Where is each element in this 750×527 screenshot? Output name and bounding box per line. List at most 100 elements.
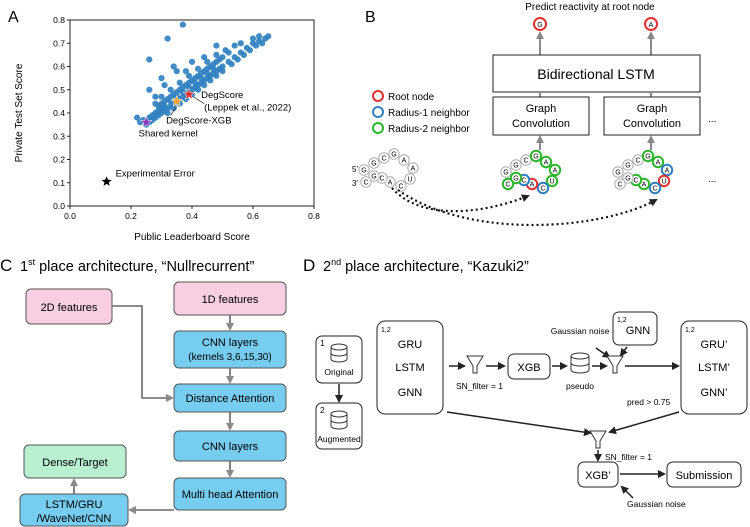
box-multi-head-label: Multi head Attention	[182, 489, 279, 501]
rna-graph-0-nucleotide-letter: C	[398, 184, 403, 191]
scatter-point	[170, 63, 177, 70]
model-lstm: LSTM	[395, 362, 424, 374]
node-legend: Root node Radius-1 neighbor Radius-2 nei…	[372, 90, 470, 135]
gc1-line1: Graph	[526, 103, 557, 115]
scatter-point	[155, 102, 162, 110]
shared-kernel-star	[139, 115, 153, 128]
panel-c-title: 1st place architecture, “Nullrecurrent”	[20, 257, 254, 275]
scatter-point	[198, 70, 205, 77]
rna-graph-0-nucleotide	[368, 157, 380, 169]
output-node-a	[644, 17, 658, 31]
rna-graph-2-nucleotide-letter: A	[642, 182, 647, 189]
scatter-point	[201, 82, 208, 89]
rna-graph-0-nucleotide	[388, 148, 400, 160]
rna-graph-0-nucleotide-letter: A	[411, 166, 416, 173]
rna-graph-2-nucleotide-letter: U	[661, 179, 666, 186]
scatter-point	[249, 35, 257, 42]
scatter-point	[222, 47, 229, 54]
scatter-point	[216, 56, 223, 63]
scatter-point	[161, 82, 168, 89]
three-prime-label: 3'	[352, 179, 358, 188]
pseudo-label: pseudo	[566, 381, 594, 391]
rna-graph-1-nucleotide	[509, 171, 523, 185]
y-tick-label: 0.2	[53, 155, 65, 165]
panel-c: C 1st place architecture, “Nullrecurrent…	[0, 256, 287, 527]
models-box	[376, 320, 444, 415]
scatter-point	[146, 86, 153, 93]
rna-graph-0-nucleotide	[395, 180, 407, 192]
gnn-label: GNN	[626, 325, 651, 337]
y-tick-label: 0.4	[53, 108, 65, 118]
rna-graph-2-nucleotide	[614, 178, 626, 190]
submission-box	[666, 461, 742, 488]
scatter-point	[195, 65, 202, 72]
gc2-line1: Graph	[637, 103, 668, 115]
sn-filter-1: SN_filter = 1	[456, 381, 503, 391]
gaussian-noise-1: Gaussian noise	[551, 326, 610, 336]
xgb-prime-box	[577, 461, 619, 488]
xgb-prime-label: XGB’	[585, 470, 611, 482]
legend-radius1-label: Radius-1 neighbor	[388, 108, 470, 119]
rna-graph-0-nucleotide-letter: U	[407, 177, 412, 184]
arrow-models-to-filter-2	[446, 411, 592, 437]
scatter-point	[170, 105, 177, 112]
five-prime-label: 5'	[352, 165, 358, 174]
x-axis-label: Public Leaderboard Score	[134, 232, 250, 243]
bidirectional-lstm-box	[492, 54, 701, 93]
rna-graph-0-nucleotide	[378, 152, 390, 164]
output-node-g	[533, 17, 547, 31]
original-num: 1	[320, 338, 325, 348]
panel-d-title: 2nd place architecture, “Kazuki2”	[323, 257, 529, 275]
x-tick-label: 0.4	[186, 211, 198, 221]
rna-graph-1-nucleotide-letter: G	[513, 163, 518, 170]
y-tick-label: 0.6	[53, 62, 65, 72]
rna-graph-1-nucleotide	[539, 155, 553, 169]
scatter-point	[173, 88, 180, 96]
rna-graph-1-nucleotide-letter: A	[544, 160, 549, 167]
rna-graph-1-nucleotide-letter: C	[505, 182, 510, 189]
rna-graph-2-nucleotide-letter: G	[615, 170, 620, 177]
rna-graph-1-nucleotide	[510, 159, 522, 171]
arrow-noise2-to-xgb-prime	[620, 485, 634, 499]
scatter-point	[191, 75, 199, 82]
arrow-gnn-to-filter	[619, 346, 628, 357]
rna-graph-1-nucleotide-letter: C	[521, 178, 526, 185]
scatter-point	[188, 58, 196, 65]
legend-radius1-icon	[372, 106, 384, 118]
rna-graph-2-nucleotide-letter: C	[635, 158, 640, 165]
arrow-prime-to-filter	[608, 411, 680, 435]
scatter-point	[167, 93, 174, 100]
rna-graph-0-nucleotide-letter: C	[379, 176, 384, 183]
rna-graph-1-nucleotide-letter: A	[553, 168, 558, 175]
gc1-line2: Convolution	[512, 118, 570, 130]
scatter-point	[219, 63, 226, 70]
box-lstm-line1: LSTM/GRU	[46, 499, 103, 511]
scatter-point	[201, 54, 208, 61]
model-gru-prime: GRU’	[701, 339, 728, 351]
rna-graph-2-nucleotide	[622, 172, 634, 184]
rna-graph-1-nucleotide	[520, 154, 532, 166]
database-icon-augmented	[330, 410, 348, 430]
rna-graph-1-nucleotide-letter: G	[533, 154, 538, 161]
scatter-point	[164, 109, 171, 117]
scatter-point	[185, 72, 193, 79]
panel-b: B Predict reactivity at root node G A Bi…	[352, 2, 716, 226]
shared-kernel-label: Shared kernel	[139, 128, 198, 139]
legend-root-node-icon	[372, 90, 384, 102]
sn-filter-2: SN_filter = 1	[605, 452, 652, 462]
degscore-leader	[192, 96, 205, 104]
box-cnn-2-label: CNN layers	[202, 441, 259, 453]
dotted-arrow-1	[391, 187, 530, 213]
rna-graph-1-nucleotide	[500, 166, 512, 178]
scatter-point	[146, 114, 153, 121]
rna-graph-2-nucleotide	[648, 181, 662, 195]
legend-root-node-label: Root node	[388, 92, 435, 103]
scatter-point	[204, 58, 211, 65]
scatter-point	[179, 21, 186, 28]
rna-graph-2-nucleotide-letter: G	[625, 163, 630, 170]
arrow-2d-to-distance	[112, 305, 174, 402]
rna-graph-0-nucleotide-letter: A	[388, 180, 393, 187]
scatter-point	[179, 84, 186, 91]
